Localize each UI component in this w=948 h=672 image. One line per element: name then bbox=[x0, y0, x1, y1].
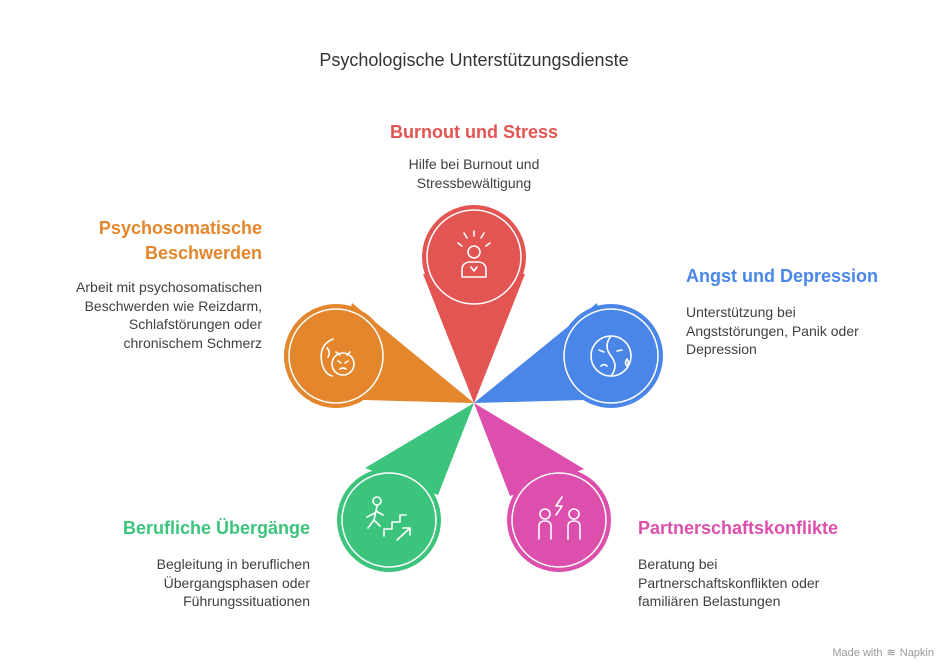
petal-angst bbox=[474, 303, 663, 408]
petal-partner bbox=[474, 403, 611, 572]
sad-face-icon bbox=[590, 335, 632, 377]
brand-label: Napkin bbox=[899, 646, 934, 659]
footer-attribution: Made with ≋ Napkin bbox=[832, 646, 934, 660]
desc-psycho: Arbeit mit psychosomatischen Beschwerden… bbox=[76, 279, 262, 351]
desc-burnout: Hilfe bei Burnout und Stressbewältigung bbox=[408, 156, 540, 191]
made-with-label: Made with bbox=[832, 646, 883, 659]
petal-beruf-circle bbox=[337, 468, 441, 572]
sick-face-icon bbox=[320, 338, 355, 377]
napkin-logo-icon: ≋ bbox=[886, 647, 896, 659]
heading-partner: Partnerschaftskonflikte bbox=[638, 518, 839, 538]
petal-beruf bbox=[337, 403, 474, 572]
diagram-title: Psychologische Unterstützungsdienste bbox=[319, 50, 629, 70]
stressed-person-icon bbox=[457, 230, 491, 278]
heading-angst: Angst und Depression bbox=[686, 266, 879, 286]
heading-beruf: Berufliche Übergänge bbox=[122, 518, 310, 538]
petal-psycho bbox=[284, 303, 474, 408]
conflict-couple-icon bbox=[538, 496, 581, 540]
petal-partner-circle bbox=[507, 468, 611, 572]
climbing-stairs-icon bbox=[366, 496, 411, 541]
heading-psycho: Psychosomatische Beschwerden bbox=[98, 218, 262, 263]
petal-burnout-circle bbox=[422, 205, 526, 309]
desc-partner: Beratung bei Partnerschaftskonflikten od… bbox=[638, 556, 820, 609]
petal-burnout-cone bbox=[423, 274, 525, 403]
desc-beruf: Begleitung in beruflichen Übergangsphase… bbox=[156, 556, 310, 609]
desc-angst: Unterstützung bei Angststörungen, Panik … bbox=[686, 304, 859, 357]
heading-burnout: Burnout und Stress bbox=[389, 122, 558, 142]
petal-burnout bbox=[422, 205, 526, 403]
